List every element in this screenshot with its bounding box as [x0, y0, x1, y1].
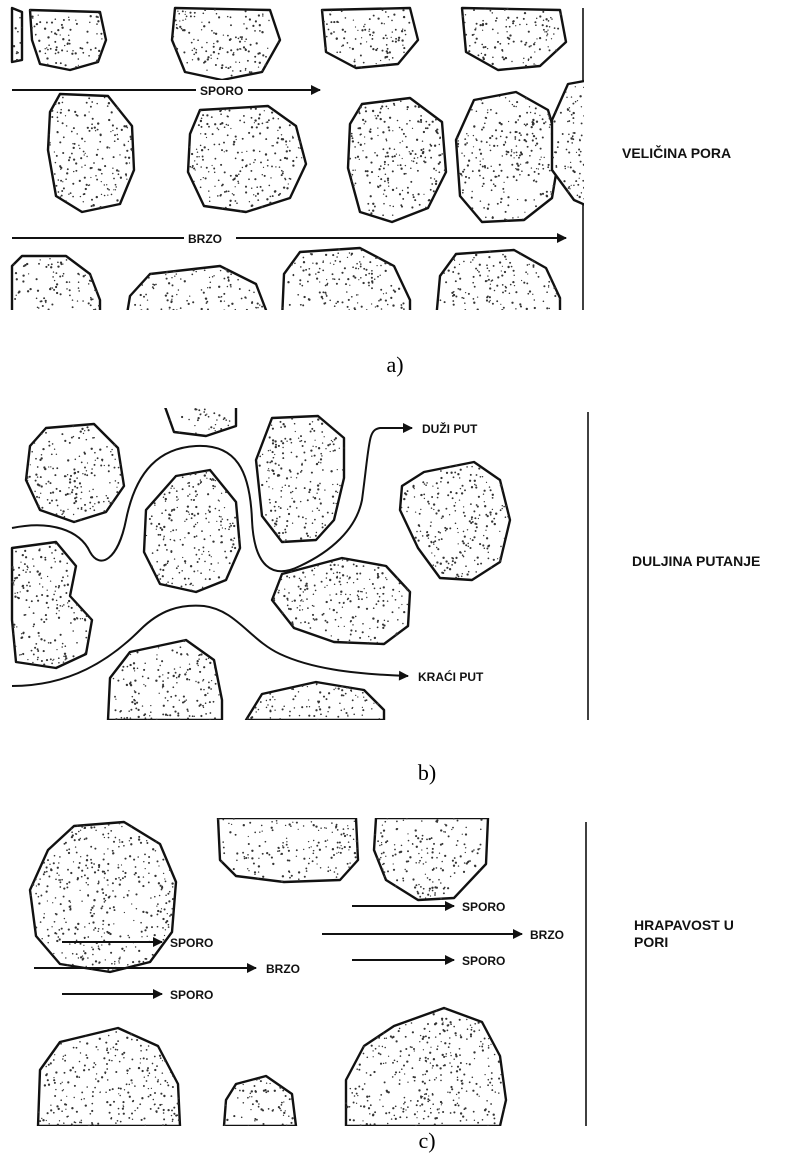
grain	[172, 8, 280, 80]
grain	[282, 248, 410, 320]
arrow-label-slow: SPORO	[462, 900, 505, 914]
panel-b: DUŽI PUT KRAĆI PUT DULJINA PUTANJE b)	[11, 403, 760, 785]
arrow-label-fast: BRZO	[266, 962, 300, 976]
arrow-label-slow: SPORO	[170, 988, 213, 1002]
panel-a-grains	[12, 8, 592, 321]
grain	[552, 80, 592, 208]
grain	[26, 424, 124, 522]
arrow-label-slow: SPORO	[170, 936, 213, 950]
grain	[188, 106, 306, 212]
panel-b-caption: b)	[418, 760, 436, 785]
panel-c-caption: c)	[418, 1128, 435, 1153]
panel-a-caption: a)	[386, 352, 403, 377]
grain	[30, 822, 176, 972]
grain	[346, 1008, 506, 1126]
grain	[400, 462, 510, 580]
panel-c: SPORO BRZO SPORO SPORO BRZO SPORO HRAPAV…	[30, 818, 734, 1153]
grain	[224, 1076, 296, 1126]
panel-a-title: VELIČINA PORA	[622, 144, 731, 161]
arrow-label-fast: BRZO	[188, 232, 222, 246]
grain	[348, 98, 446, 222]
arrow-label-slow: SPORO	[200, 84, 243, 98]
grain	[108, 640, 222, 720]
grain	[436, 250, 560, 320]
grain	[272, 558, 410, 644]
grain	[38, 1028, 180, 1126]
grain	[164, 404, 236, 436]
panel-c-title-line-2: PORI	[634, 934, 668, 950]
panel-c-title-line-1: HRAPAVOST U	[634, 917, 734, 933]
arrow-label-fast: BRZO	[530, 928, 564, 942]
grain	[30, 10, 106, 70]
grain	[456, 92, 560, 222]
label-shorter-path: KRAĆI PUT	[418, 669, 484, 684]
grain	[246, 682, 384, 720]
panel-b-title: DULJINA PUTANJE	[632, 553, 760, 569]
grain	[12, 8, 22, 62]
grain	[374, 818, 488, 900]
grain	[12, 542, 92, 668]
grain	[144, 470, 240, 592]
grain	[126, 266, 266, 320]
label-longer-path: DUŽI PUT	[422, 421, 478, 436]
grain	[322, 8, 418, 68]
grain	[48, 94, 134, 212]
grain	[12, 256, 100, 320]
arrow-label-slow: SPORO	[462, 954, 505, 968]
grain	[218, 818, 358, 882]
grain	[462, 8, 566, 70]
panel-a: SPORO BRZO VELIČINA PORA a)	[12, 8, 731, 377]
grain	[256, 416, 344, 542]
